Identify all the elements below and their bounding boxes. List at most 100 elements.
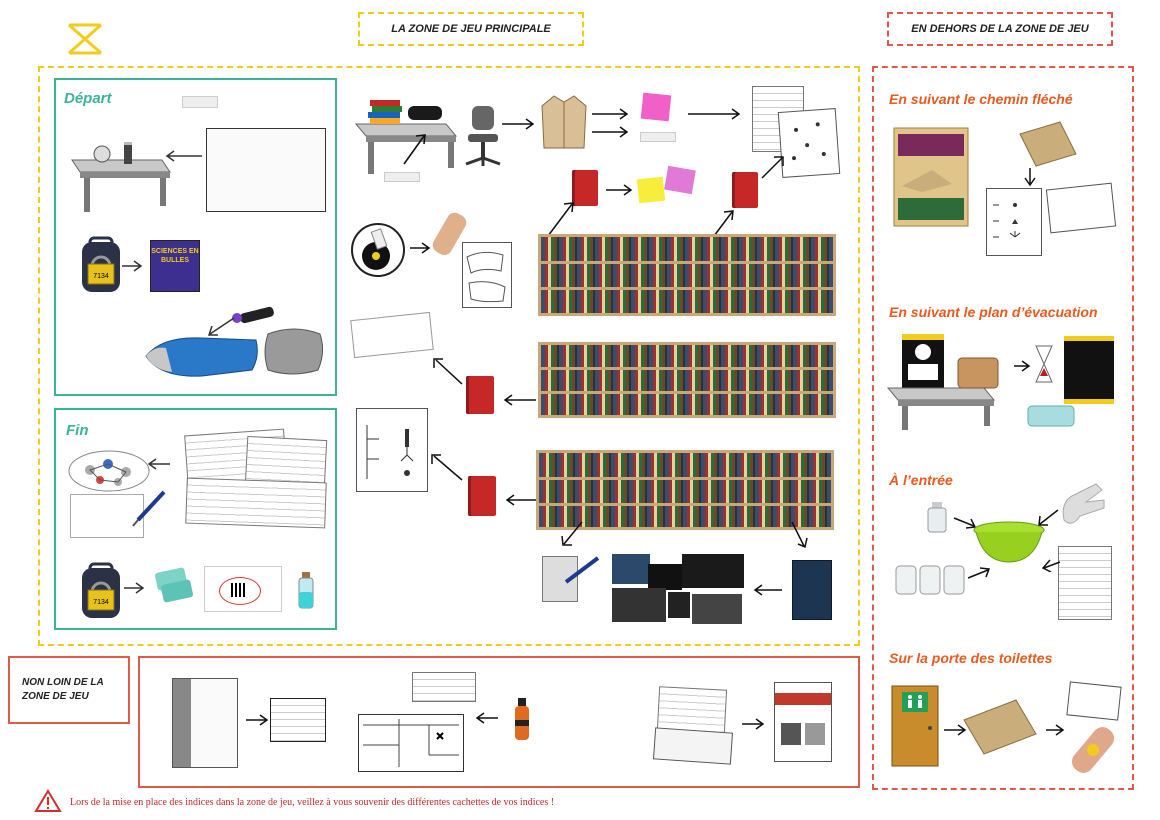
- arrow-icon: [953, 517, 977, 529]
- desk-icon: [71, 142, 171, 212]
- arrow-icon: [124, 582, 145, 594]
- bookshelf-icon: [893, 127, 969, 227]
- section-evacuation: En suivant le plan d’évacuation: [889, 304, 1098, 320]
- bandage-icon: [432, 212, 467, 255]
- arrow-icon: [1046, 724, 1065, 736]
- main-zone: [38, 66, 860, 646]
- paper-strip: [640, 132, 676, 142]
- map-lines: [466, 251, 506, 303]
- photo-collage: [612, 554, 744, 624]
- red-circle: [219, 577, 261, 605]
- molecule-card: [1066, 681, 1122, 721]
- backpack-icon: 7134: [82, 236, 120, 292]
- comic-book: SCIENCES EN BULLES: [150, 240, 200, 292]
- pen-icon: [564, 556, 600, 584]
- letter: [270, 698, 326, 742]
- poster: [774, 682, 832, 762]
- arrow-icon: [431, 454, 463, 481]
- book-icon: [732, 172, 758, 208]
- depart-label: Départ: [64, 90, 112, 107]
- logo-icon: [68, 23, 102, 55]
- folded-paper: [652, 727, 734, 765]
- fin-label: Fin: [66, 422, 89, 439]
- clue-diagram: [366, 425, 414, 479]
- dots-diagram: [792, 122, 826, 161]
- sticky-note-icon: [664, 165, 696, 195]
- arrow-icon: [147, 458, 170, 470]
- jacket-icon: [541, 95, 587, 149]
- arrow-icon: [592, 108, 629, 120]
- fin-sheet-3: [185, 477, 327, 529]
- bowl-icon: [973, 521, 1045, 563]
- brochure: [172, 678, 238, 768]
- chair-icon: [465, 106, 501, 166]
- arrow-icon: [1038, 509, 1059, 526]
- near-zone-label: NON LOIN DE LA ZONE DE JEU: [22, 677, 104, 702]
- arrow-icon: [122, 260, 143, 272]
- arrow-icon: [503, 394, 536, 406]
- photo-3: [682, 554, 744, 588]
- arrow-icon: [246, 714, 269, 726]
- paper-strip: [384, 172, 420, 182]
- arrow-icon: [761, 156, 784, 179]
- code-sheet: [986, 188, 1042, 256]
- handwritten-note: [1045, 182, 1117, 234]
- arrow-icon: [791, 521, 808, 549]
- arrow-icon: [165, 150, 202, 162]
- arrow-icon: [753, 584, 782, 596]
- sleeping-bag-icon: [145, 337, 258, 377]
- arrow-icon: [433, 358, 463, 385]
- lock-code: 7134: [93, 599, 109, 606]
- book-icon: [572, 170, 598, 206]
- arrow-icon: [410, 242, 431, 254]
- poster-image-2: [805, 723, 825, 745]
- glove-icon: [1062, 483, 1105, 524]
- photo-4: [612, 588, 666, 622]
- arrow-icon: [561, 521, 583, 546]
- instructions-sheet: [1058, 546, 1112, 620]
- section-fleche: En suivant le chemin fléché: [889, 91, 1073, 107]
- fin-box: Fin 7134: [54, 408, 337, 630]
- paper-strip: [182, 96, 218, 108]
- arrow-icon: [606, 184, 633, 196]
- molecule-icon: [68, 450, 150, 492]
- bandage-icon: [1071, 727, 1115, 773]
- mask-icon: [1027, 405, 1075, 427]
- poster-image: [781, 723, 801, 745]
- envelope-icon: [1019, 121, 1077, 167]
- arrow-icon: [967, 567, 991, 579]
- document-sheet-2: [777, 108, 841, 178]
- poster-banner: [775, 693, 831, 705]
- photo-5: [668, 592, 690, 618]
- arrow-icon: [505, 494, 536, 506]
- door-icon: [891, 685, 939, 767]
- outside-zone-header: EN DEHORS DE LA ZONE DE JEU: [887, 12, 1113, 46]
- bottle-icon: [927, 502, 947, 533]
- near-zone-label-box: NON LOIN DE LA ZONE DE JEU: [8, 656, 130, 724]
- umbrella-icon: [515, 698, 529, 740]
- evacuation-sign: [1064, 336, 1114, 404]
- arrow-icon: [207, 317, 235, 336]
- sticky-note-icon: [640, 92, 672, 122]
- outside-zone: [872, 66, 1134, 790]
- arrow-icon: [1024, 168, 1036, 187]
- code-diagram: [993, 203, 1021, 238]
- floor-plan-lines: [363, 719, 459, 767]
- arrow-icon: [1041, 559, 1061, 572]
- map-sheet: [462, 242, 512, 308]
- outside-zone-header-text: EN DEHORS DE LA ZONE DE JEU: [911, 23, 1089, 35]
- arrow-icon: [1014, 360, 1031, 372]
- arrow-icon: [592, 126, 629, 138]
- floor-plan: [358, 714, 464, 772]
- dvd-box: [792, 560, 832, 620]
- photo-6: [692, 594, 742, 624]
- footer-warning: Lors de la mise en place des indices dan…: [70, 797, 555, 808]
- arrow-icon: [944, 724, 967, 736]
- arrow-icon: [742, 718, 765, 730]
- clue-sheet: [206, 128, 326, 212]
- vial-icon: [298, 572, 314, 609]
- desk-icon: [886, 334, 999, 430]
- envelope-icon: [963, 699, 1037, 755]
- uv-lamp-icon: [232, 306, 274, 324]
- hourglass-icon: [1035, 345, 1053, 383]
